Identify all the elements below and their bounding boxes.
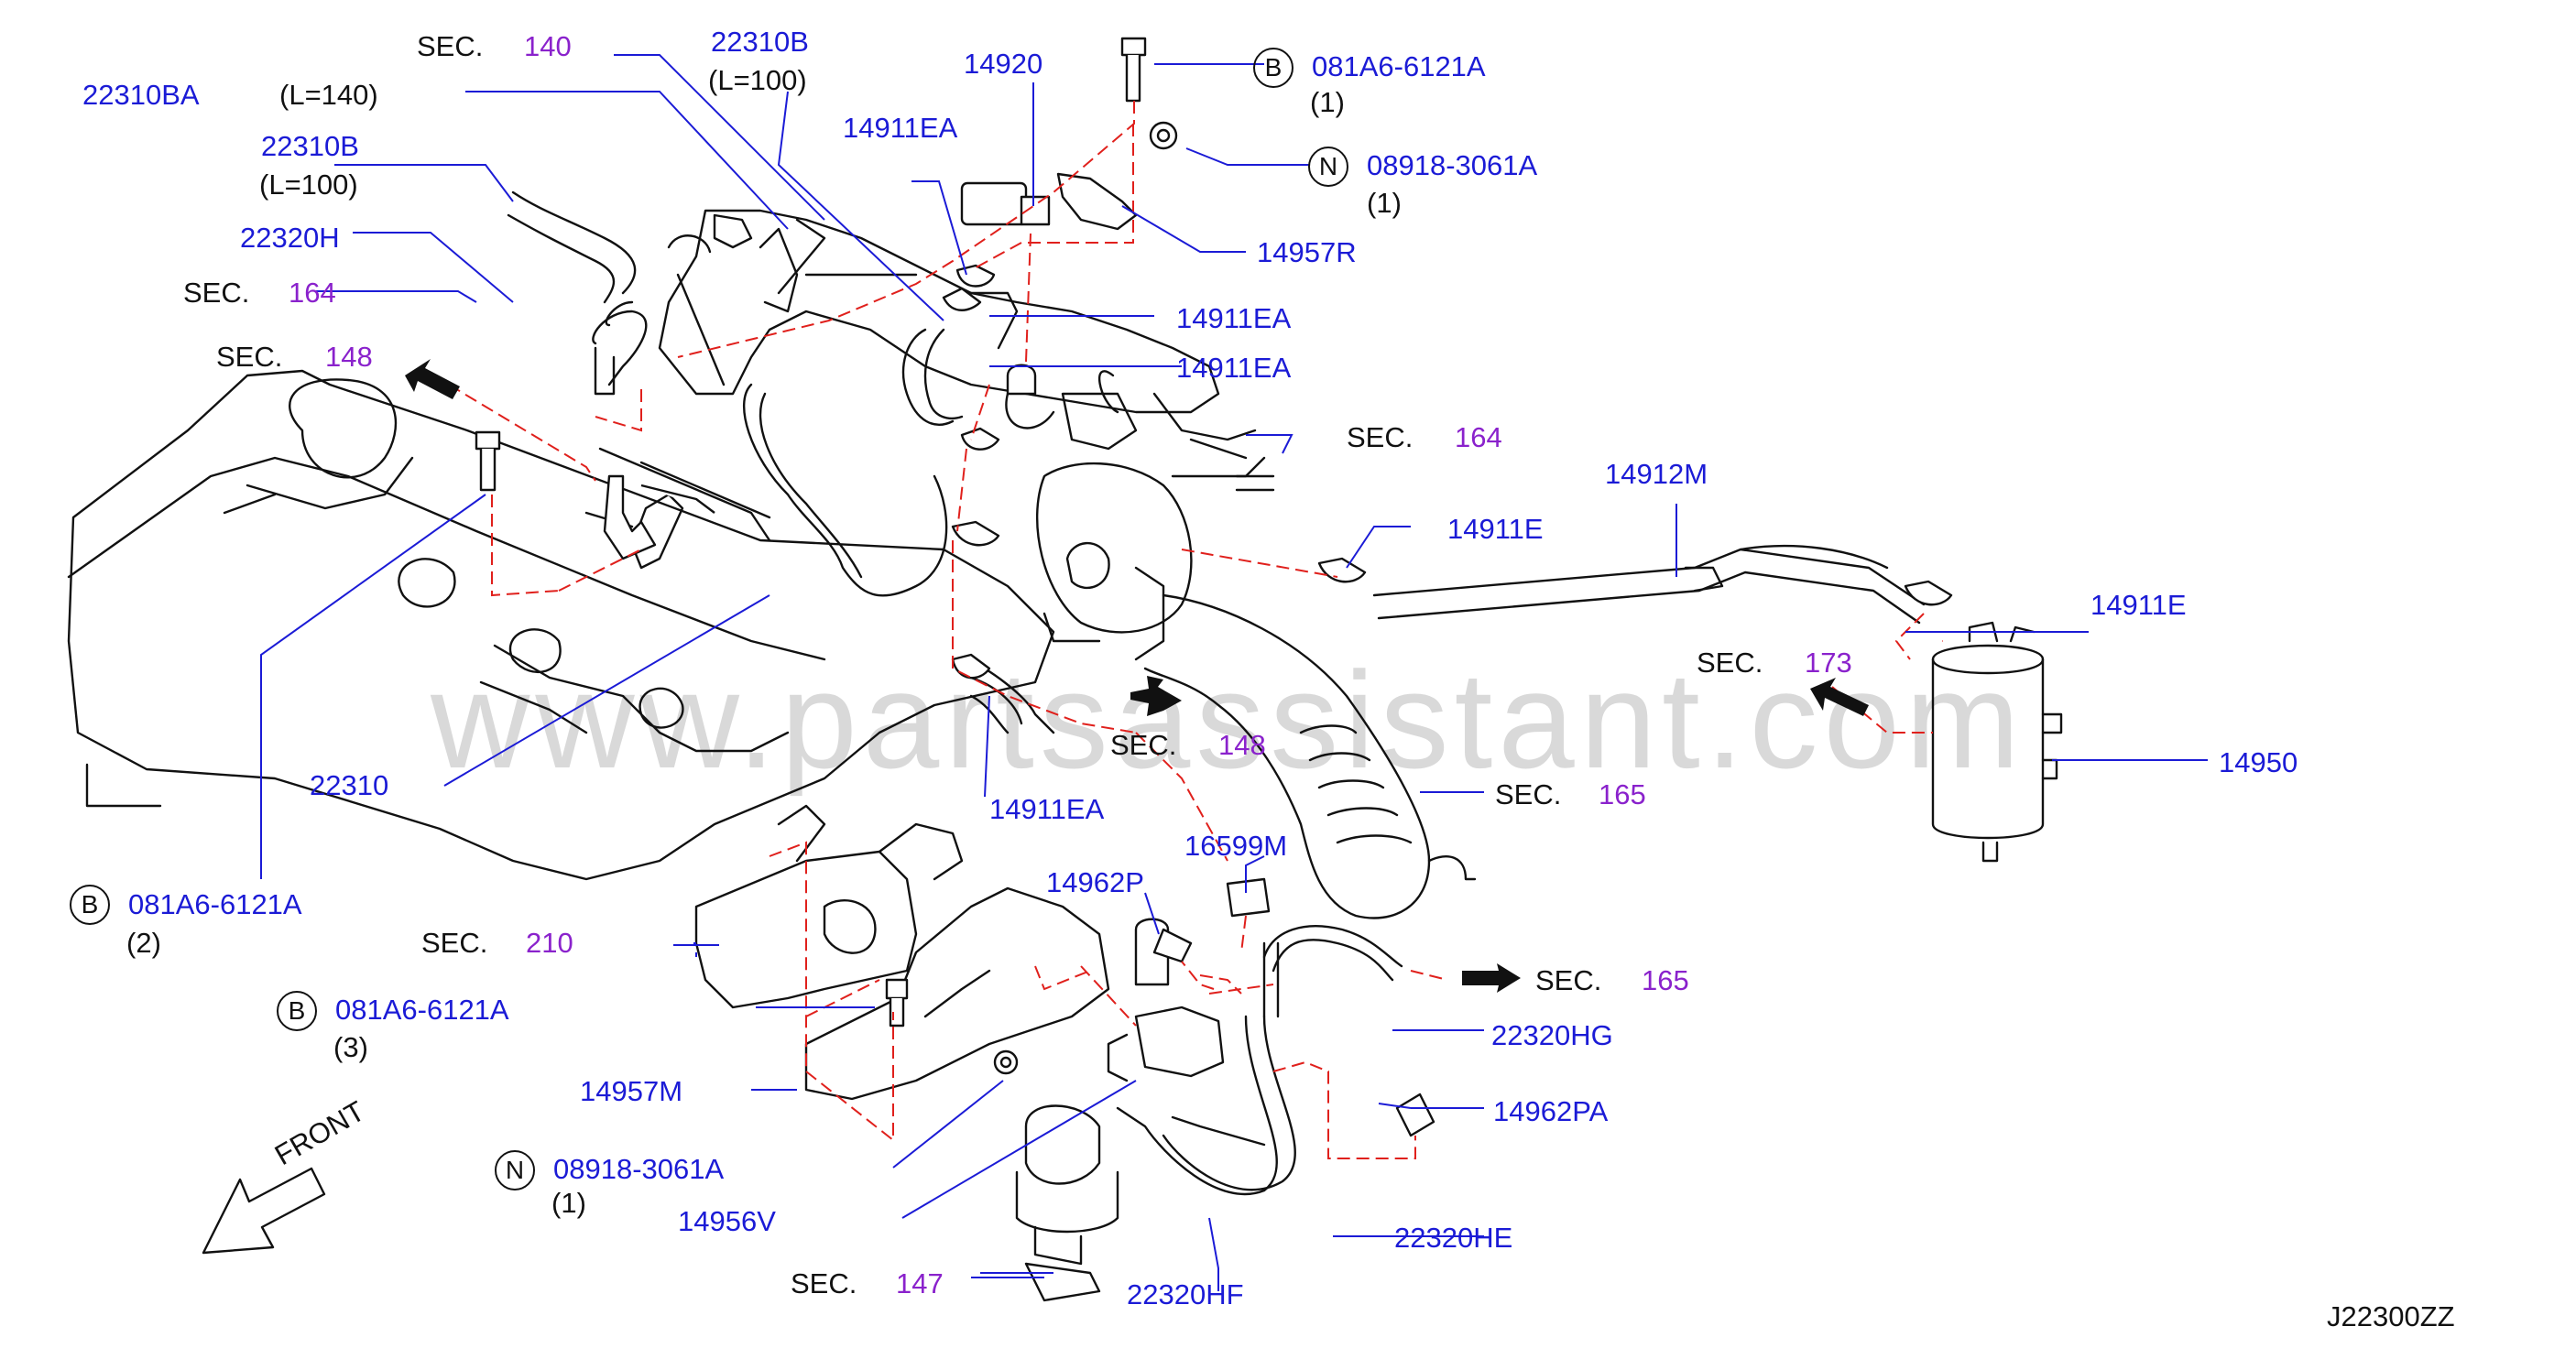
- sec-147-link[interactable]: 147: [896, 1267, 944, 1299]
- sec-label-210: SEC.: [421, 927, 488, 959]
- nut-qty-bottom: (1): [551, 1187, 586, 1219]
- sec-label-165-upper: SEC.: [1495, 778, 1562, 810]
- part-22310B-top-length: (L=100): [708, 64, 807, 96]
- part-14912M[interactable]: 14912M: [1605, 458, 1708, 490]
- leader-lines: [260, 54, 2208, 1291]
- bolt-part-left[interactable]: 081A6-6121A: [128, 888, 302, 920]
- sec-label-173: SEC.: [1697, 647, 1763, 679]
- part-22310[interactable]: 22310: [310, 769, 389, 801]
- part-22310B-left[interactable]: 22310B: [261, 130, 359, 162]
- nut-symbol-n-top: N: [1308, 147, 1348, 187]
- part-14956V[interactable]: 14956V: [678, 1205, 776, 1237]
- part-22310BA[interactable]: 22310BA: [82, 79, 200, 111]
- bolt-part-mid[interactable]: 081A6-6121A: [335, 994, 509, 1026]
- front-arrow: [202, 1167, 326, 1255]
- bolt-qty-left: (2): [126, 927, 161, 959]
- sec-label-148-mid: SEC.: [1110, 729, 1177, 761]
- diagram-code: J22300ZZ: [2327, 1300, 2455, 1332]
- part-14911E-1[interactable]: 14911E: [1447, 513, 1544, 545]
- bolt-symbol-b-mid: B: [277, 991, 317, 1031]
- sec-label-164-left: SEC.: [183, 277, 250, 309]
- nut-symbol-n-bottom: N: [495, 1150, 535, 1190]
- part-14957M[interactable]: 14957M: [580, 1075, 683, 1107]
- sec-173-link[interactable]: 173: [1805, 647, 1852, 679]
- part-14950[interactable]: 14950: [2219, 746, 2298, 778]
- sec-label-147: SEC.: [791, 1267, 857, 1299]
- nut-part-top[interactable]: 08918-3061A: [1367, 149, 1538, 181]
- bolt-part-top[interactable]: 081A6-6121A: [1312, 50, 1486, 82]
- sec-label-140: SEC.: [417, 30, 484, 62]
- small-components: [475, 37, 1953, 1137]
- part-14962P[interactable]: 14962P: [1046, 866, 1144, 898]
- part-22310BA-length: (L=140): [279, 79, 378, 111]
- arrow-sec148-top: [405, 359, 460, 399]
- part-14957R[interactable]: 14957R: [1257, 236, 1357, 268]
- sec-label-165-lower: SEC.: [1535, 964, 1602, 996]
- arrow-sec173: [1810, 678, 1869, 716]
- part-14911EA-1[interactable]: 14911EA: [843, 112, 958, 144]
- part-22320H[interactable]: 22320H: [240, 222, 340, 254]
- arrow-sec148-mid: [1130, 676, 1182, 716]
- sec-140-link[interactable]: 140: [524, 30, 572, 62]
- sec-148-top-link[interactable]: 148: [325, 341, 373, 373]
- sec-165-upper-link[interactable]: 165: [1599, 778, 1646, 810]
- sec-210-link[interactable]: 210: [526, 927, 573, 959]
- part-22310B-top[interactable]: 22310B: [711, 26, 809, 58]
- bolt-symbol-b-top: B: [1253, 48, 1293, 88]
- sec-148-mid-link[interactable]: 148: [1218, 729, 1266, 761]
- part-22320HF[interactable]: 22320HF: [1127, 1278, 1244, 1310]
- arrow-sec165-lower: [1462, 963, 1521, 993]
- part-14911EA-2[interactable]: 14911EA: [1176, 302, 1292, 334]
- sec-164-right-link[interactable]: 164: [1455, 421, 1502, 453]
- section-arrows: [405, 359, 1869, 993]
- part-14920[interactable]: 14920: [964, 48, 1043, 80]
- part-22310B-left-length: (L=100): [259, 169, 358, 201]
- assembly-dashed-lines: [448, 101, 1933, 1159]
- nut-part-bottom[interactable]: 08918-3061A: [553, 1153, 725, 1185]
- part-14911EA-3[interactable]: 14911EA: [1176, 352, 1292, 384]
- sec-label-164-right: SEC.: [1347, 421, 1414, 453]
- part-14911E-2[interactable]: 14911E: [2090, 589, 2187, 621]
- bolt-qty-mid: (3): [333, 1031, 368, 1063]
- bolt-symbol-b-left: B: [70, 885, 110, 925]
- nut-qty-top: (1): [1367, 187, 1402, 219]
- watermark: www.partsassistant.com: [431, 643, 2025, 797]
- part-16599M[interactable]: 16599M: [1184, 830, 1288, 862]
- sec-label-148-top: SEC.: [216, 341, 283, 373]
- part-14911EA-4[interactable]: 14911EA: [989, 793, 1105, 825]
- sec-164-left-link[interactable]: 164: [289, 277, 336, 309]
- part-14962PA[interactable]: 14962PA: [1493, 1095, 1609, 1127]
- sec-165-lower-link[interactable]: 165: [1642, 964, 1689, 996]
- hoses: [507, 190, 1926, 1196]
- bolt-qty-top: (1): [1310, 86, 1345, 118]
- part-22320HG[interactable]: 22320HG: [1491, 1019, 1613, 1051]
- engine-outline: [67, 209, 2063, 1302]
- part-22320HE[interactable]: 22320HE: [1394, 1222, 1513, 1254]
